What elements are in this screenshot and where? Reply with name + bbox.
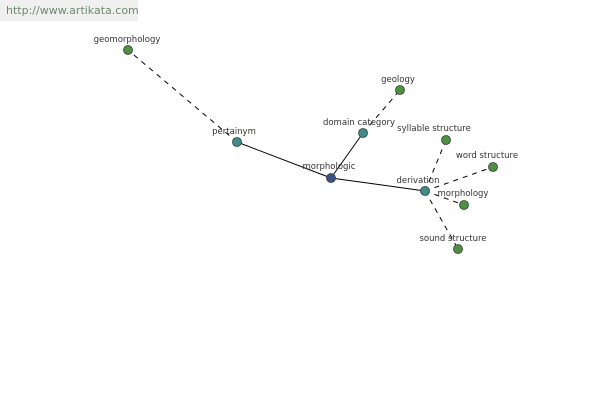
edge-morphologic-to-derivation [330, 177, 426, 192]
node-geology[interactable] [395, 85, 405, 95]
graph-nodes [123, 45, 498, 254]
edge-morphologic-to-pertainym [236, 141, 332, 179]
node-morphology[interactable] [459, 200, 469, 210]
edge-morphologic-to-domain-category [330, 132, 364, 179]
node-pertainym[interactable] [232, 137, 242, 147]
node-label-syllable-structure[interactable]: syllable structure [397, 124, 471, 134]
node-derivation[interactable] [420, 186, 430, 196]
node-word-structure[interactable] [488, 162, 498, 172]
node-morphologic[interactable] [326, 173, 336, 183]
node-label-domain-category[interactable]: domain category [323, 118, 395, 128]
node-label-derivation[interactable]: derivation [396, 176, 439, 186]
node-sound-structure[interactable] [453, 244, 463, 254]
graph-labels: morphologic pertainym geomorphology domain … [94, 35, 518, 244]
node-label-geomorphology[interactable]: geomorphology [94, 35, 161, 45]
watermark-text: http://www.artikata.com [6, 4, 139, 17]
node-label-pertainym[interactable]: pertainym [212, 127, 256, 137]
graph-edges [127, 49, 494, 250]
edge-derivation-to-word-structure [424, 166, 494, 192]
node-label-morphology[interactable]: morphology [438, 189, 489, 199]
node-syllable-structure[interactable] [441, 135, 451, 145]
edge-pertainym-to-geomorphology [127, 49, 238, 143]
node-domain-category[interactable] [358, 128, 368, 138]
node-label-sound-structure[interactable]: sound structure [419, 234, 486, 244]
edge-derivation-to-morphology [424, 190, 465, 206]
node-label-morphologic[interactable]: morphologic [303, 162, 356, 172]
node-label-word-structure[interactable]: word structure [456, 151, 518, 161]
watermark: http://www.artikata.com [0, 0, 139, 21]
edge-derivation-to-sound-structure [424, 190, 459, 250]
node-geomorphology[interactable] [123, 45, 133, 55]
node-label-geology[interactable]: geology [381, 75, 415, 85]
